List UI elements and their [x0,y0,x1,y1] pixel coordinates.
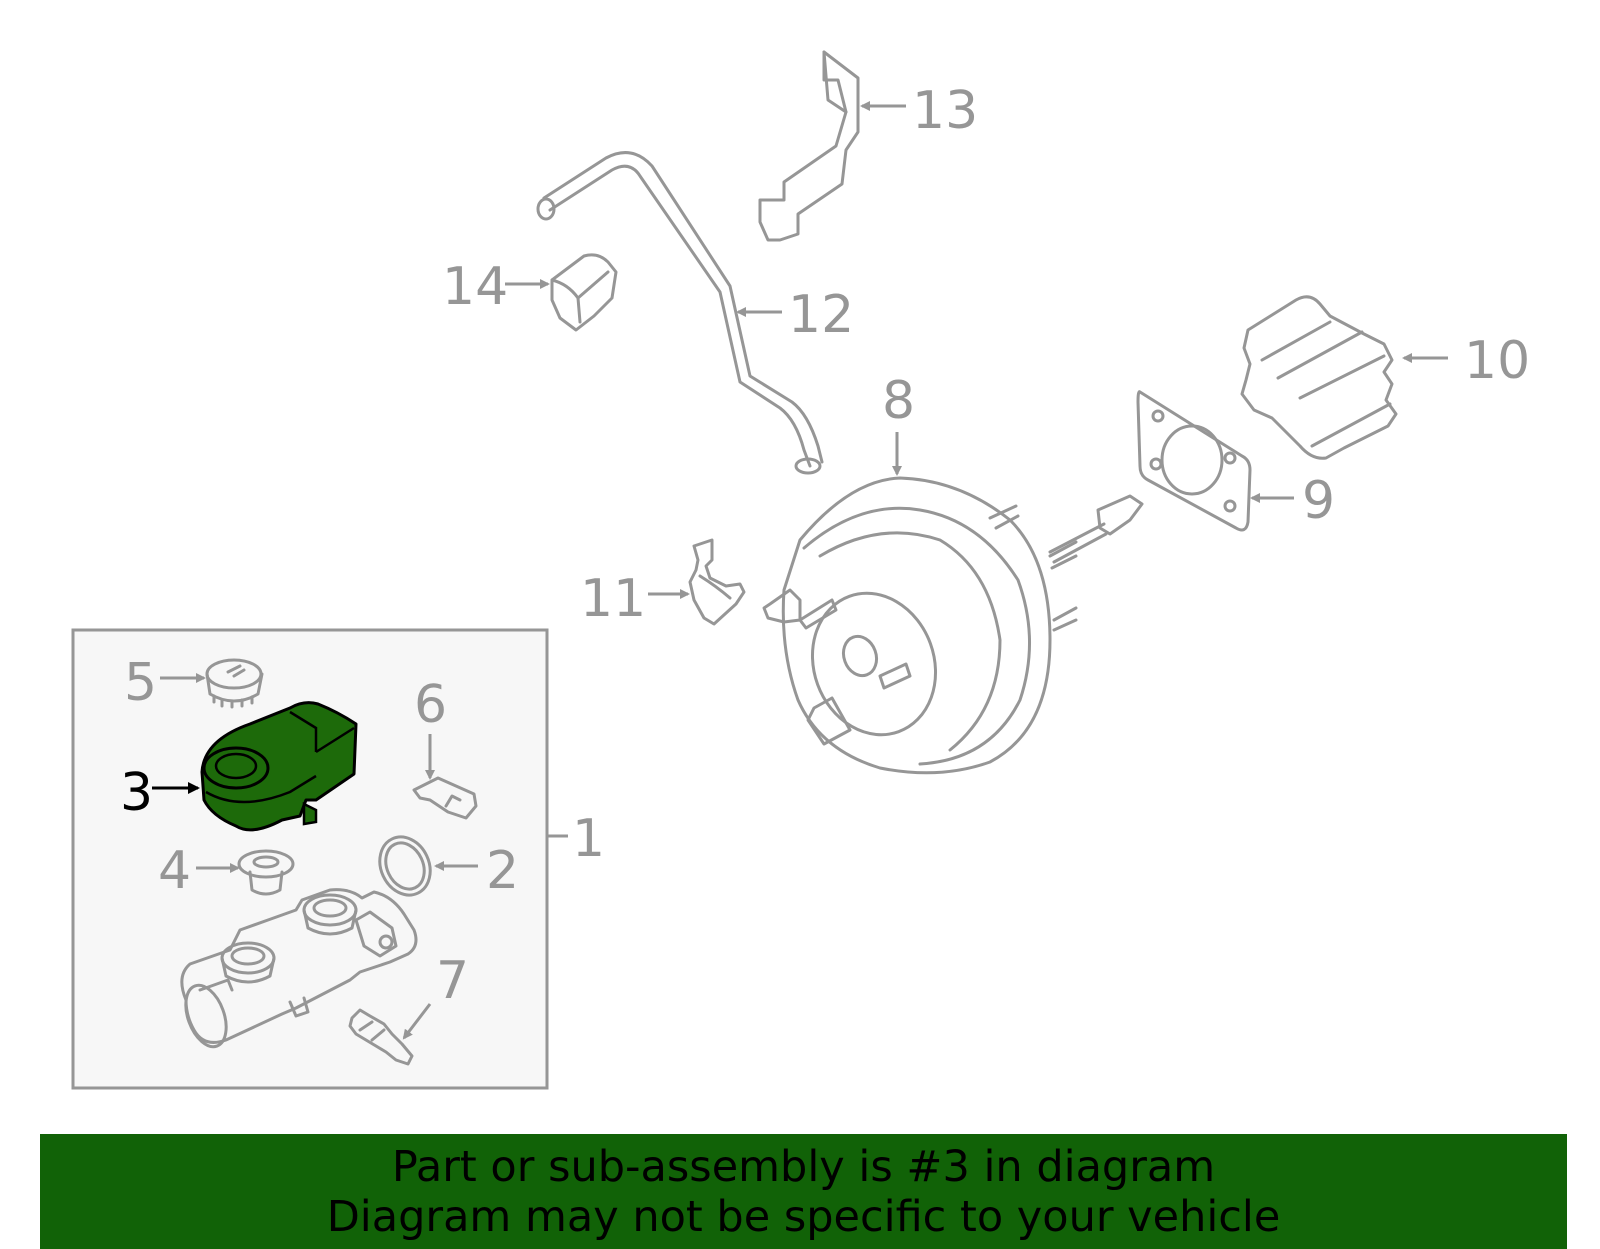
part-3-reservoir[interactable] [200,701,358,832]
info-banner: Part or sub-assembly is #3 in diagram Di… [40,1134,1567,1249]
callout-4: 4 [158,841,191,901]
banner-line-1: Part or sub-assembly is #3 in diagram [391,1141,1216,1192]
master-cylinder-body[interactable] [178,888,418,1053]
banner-line-2: Diagram may not be specific to your vehi… [326,1191,1281,1242]
part-6-clip[interactable] [412,776,478,820]
part-10-insulator[interactable] [1240,295,1398,460]
callout-12: 12 [788,285,854,345]
callout-13: 13 [912,81,978,141]
part-11-fitting[interactable] [688,538,746,626]
part-13-bracket[interactable] [758,50,860,242]
callout-14: 14 [442,257,508,317]
leader-7 [402,1003,432,1040]
callout-5: 5 [124,653,157,713]
callout-11: 11 [580,569,646,629]
part-2-o-ring[interactable] [371,829,440,904]
callout-9: 9 [1302,471,1335,531]
callout-8: 8 [882,371,915,431]
part-14-connector[interactable] [550,253,618,332]
part-12-vacuum-hose[interactable] [536,151,824,475]
part-8-brake-booster[interactable] [762,476,1144,775]
part-5-cap[interactable] [205,658,264,709]
part-9-gasket[interactable] [1136,390,1252,532]
callout-7: 7 [436,951,469,1011]
callout-2: 2 [486,841,519,901]
part-7-sensor[interactable] [348,1008,414,1066]
callout-3: 3 [120,763,153,823]
part-4-grommet[interactable] [237,849,295,896]
callout-6: 6 [414,675,447,735]
callout-10: 10 [1464,331,1530,391]
callout-1: 1 [572,809,605,869]
